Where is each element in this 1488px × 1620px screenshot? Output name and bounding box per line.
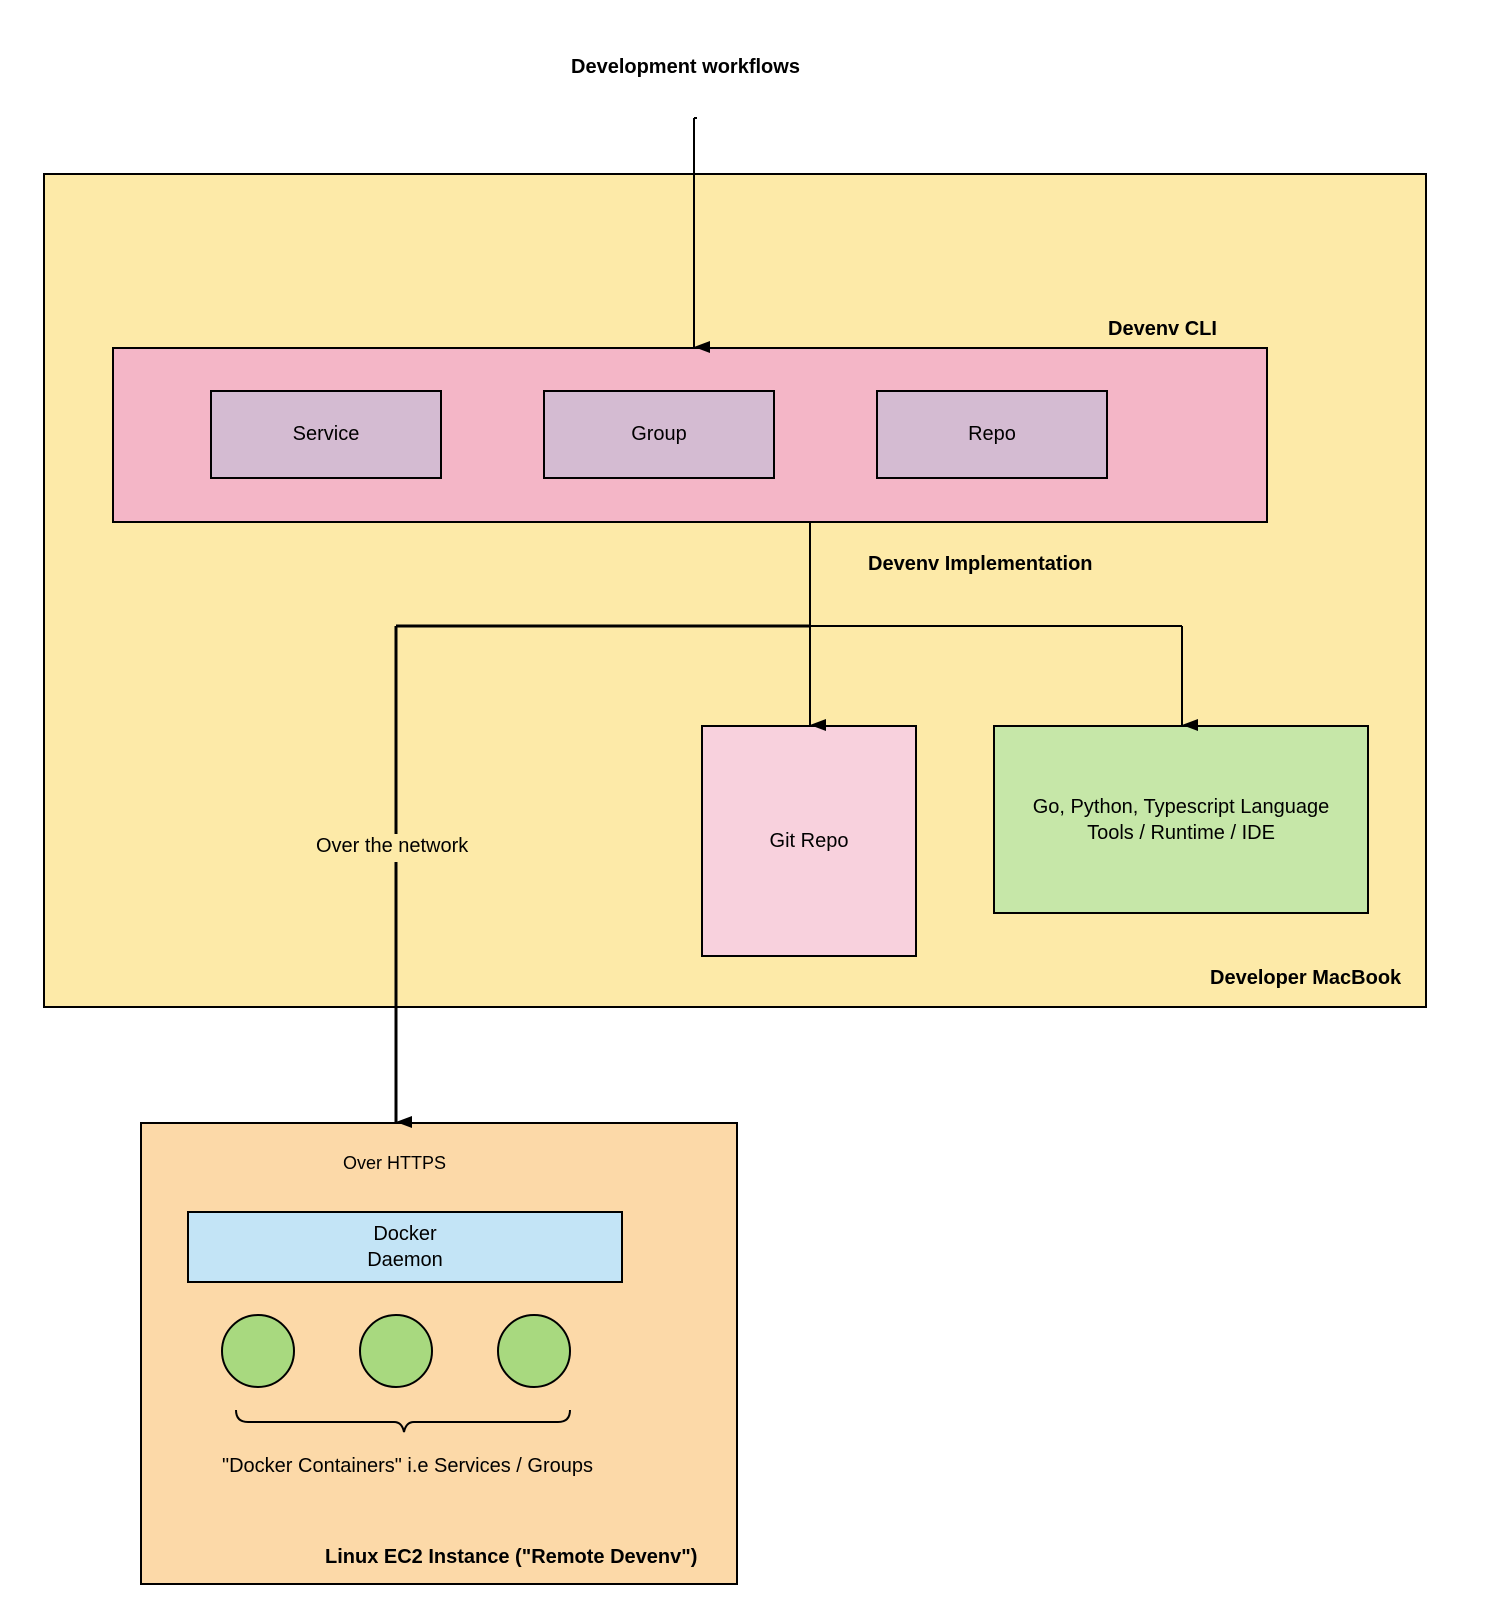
over-https-label: Over HTTPS: [343, 1153, 447, 1173]
language-tools-label: Go, Python, Typescript Language Tools / …: [1032, 795, 1330, 844]
devenv-implementation-label: Devenv Implementation: [868, 553, 1093, 575]
container-circle: [221, 1314, 295, 1388]
diagram-title: Development workflows: [571, 56, 800, 78]
devenv-cli-label: Devenv CLI: [1108, 318, 1217, 340]
docker-containers-caption: "Docker Containers" i.e Services / Group…: [222, 1455, 594, 1477]
cli-item-service: Service: [210, 390, 442, 479]
cli-item-group-label: Group: [631, 423, 687, 445]
git-repo-box: Git Repo: [701, 725, 917, 957]
cli-item-repo-label: Repo: [968, 423, 1016, 445]
developer-macbook-label: Developer MacBook: [1210, 967, 1402, 989]
cli-item-group: Group: [543, 390, 775, 479]
language-tools-box: Go, Python, Typescript Language Tools / …: [993, 725, 1369, 914]
docker-daemon-box: Docker Daemon: [187, 1211, 623, 1283]
docker-daemon-label: Docker Daemon: [367, 1223, 443, 1271]
container-circle: [497, 1314, 571, 1388]
over-the-network-label: Over the network: [315, 835, 470, 858]
containers-brace: [235, 1409, 571, 1433]
cli-item-repo: Repo: [876, 390, 1108, 479]
container-circle: [359, 1314, 433, 1388]
linux-ec2-label: Linux EC2 Instance ("Remote Devenv"): [325, 1546, 698, 1568]
git-repo-label: Git Repo: [769, 829, 849, 852]
cli-item-service-label: Service: [292, 423, 360, 445]
